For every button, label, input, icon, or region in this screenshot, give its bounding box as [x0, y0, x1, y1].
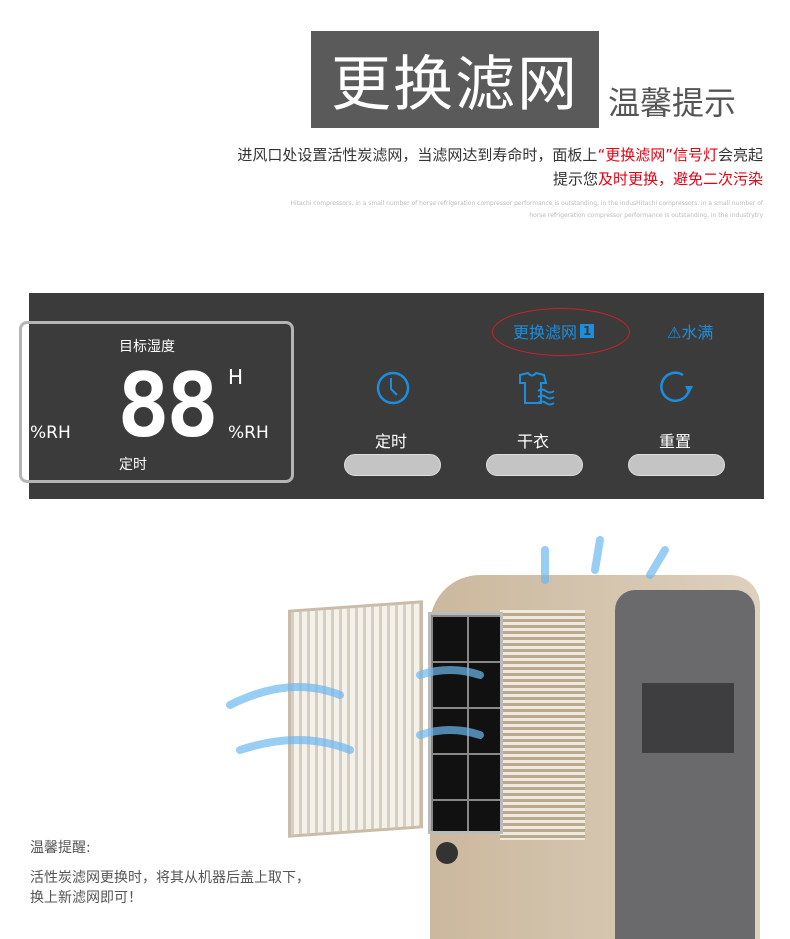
page-subtitle: 温馨提示	[608, 84, 737, 122]
text: 提示您	[552, 170, 598, 188]
humidity-digits: 88	[117, 362, 215, 450]
dry-button[interactable]	[486, 454, 583, 476]
description-line-1: 进风口处设置活性炭滤网，当滤网达到寿命时，面板上“更换滤网”信号灯会亮起	[237, 146, 763, 164]
highlight-circle	[492, 308, 630, 356]
reset-button-label: 重置	[659, 432, 692, 451]
target-humidity-label: 目标湿度	[119, 339, 175, 355]
filter-indicator: 更换滤网 1	[513, 319, 595, 343]
control-panel: %RH 目标湿度 88 H %RH 定时 更换滤网 1 ⚠水满 定时 干衣 重置	[19, 293, 764, 499]
reset-icon	[660, 371, 693, 402]
text: ，	[657, 170, 673, 188]
airflow-arrows-icon	[226, 536, 669, 754]
handle-recess	[642, 683, 734, 753]
clock-icon	[376, 371, 410, 405]
tip-line-1: 活性炭滤网更换时，将其从机器后盖上取下，	[30, 870, 310, 886]
carbon-filter	[428, 612, 503, 834]
timer-button[interactable]	[344, 454, 441, 476]
warning-icon: ⚠	[667, 323, 682, 342]
reset-button[interactable]	[628, 454, 725, 476]
page-title: 更换滤网	[311, 31, 599, 128]
shirt-dry-icon	[519, 371, 555, 406]
highlight-text: 及时更换	[597, 170, 658, 188]
english-filler-2: horse refrigeration compressor performan…	[529, 212, 763, 219]
english-filler-1: Hitachi compressors, in a small number o…	[290, 200, 763, 207]
highlight-text: 避免二次污染	[672, 170, 763, 188]
text: 会亮起	[717, 146, 763, 164]
text: 进风口处设置活性炭滤网，当滤网达到寿命时，面板上	[237, 146, 598, 164]
lcd-display: %RH 目标湿度 88 H %RH 定时	[19, 321, 294, 483]
rh-unit: %RH	[228, 423, 269, 443]
dry-button-label: 干衣	[517, 432, 550, 451]
filter-badge: 1	[580, 324, 595, 338]
water-full-indicator: ⚠水满	[667, 319, 713, 343]
tip-title: 温馨提醒:	[30, 840, 91, 856]
water-full-label: 水满	[681, 323, 714, 342]
rh-unit-left: %RH	[30, 423, 71, 443]
wheel-knob	[436, 842, 458, 864]
timer-button-label: 定时	[375, 432, 408, 451]
highlight-text: “更换滤网”信号灯	[597, 146, 718, 164]
filter-indicator-label: 更换滤网	[513, 323, 578, 342]
timer-sub-label: 定时	[119, 457, 147, 473]
dehumidifier-side-panel	[615, 590, 755, 939]
tip-line-2: 换上新滤网即可！	[30, 890, 142, 906]
description-line-2: 提示您及时更换，避免二次污染	[553, 170, 763, 188]
hour-unit: H	[228, 365, 244, 389]
rear-vent	[500, 610, 585, 840]
